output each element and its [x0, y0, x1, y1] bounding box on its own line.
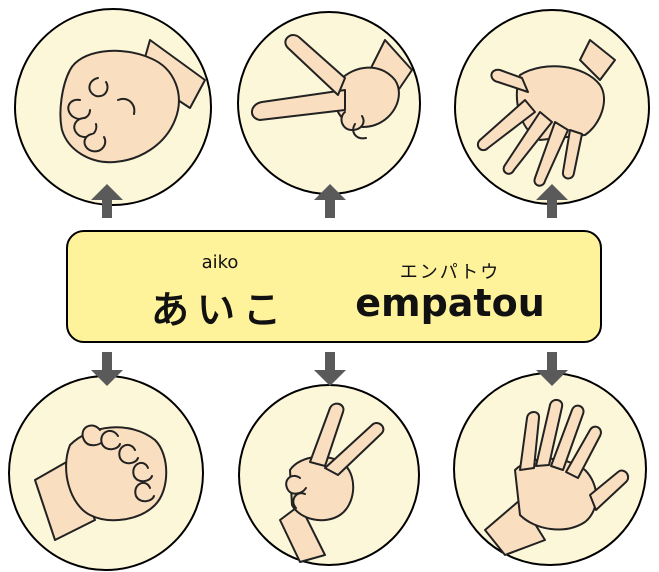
- top-hand-scissors: [237, 11, 421, 195]
- peace-sign-icon: [251, 34, 413, 140]
- ruby-aiko: aiko: [201, 252, 239, 273]
- open-palm-icon: [484, 399, 630, 556]
- word-empatou: empatou: [355, 281, 545, 325]
- word-aiko: あいこ: [150, 288, 289, 332]
- fist-icon: [34, 424, 168, 541]
- fist-icon: [59, 39, 206, 164]
- ruby-empatou: エンパトウ: [399, 262, 501, 283]
- peace-sign-icon: [279, 402, 385, 563]
- top-hand-paper: [454, 9, 650, 205]
- open-palm-icon: [476, 39, 616, 187]
- tie-banner: [66, 230, 602, 343]
- bottom-hand-scissors: [238, 384, 420, 566]
- bottom-hand-paper: [453, 372, 647, 566]
- top-hand-rock: [14, 8, 212, 206]
- arrow-down-center: [314, 352, 346, 386]
- bottom-hand-rock: [8, 375, 204, 571]
